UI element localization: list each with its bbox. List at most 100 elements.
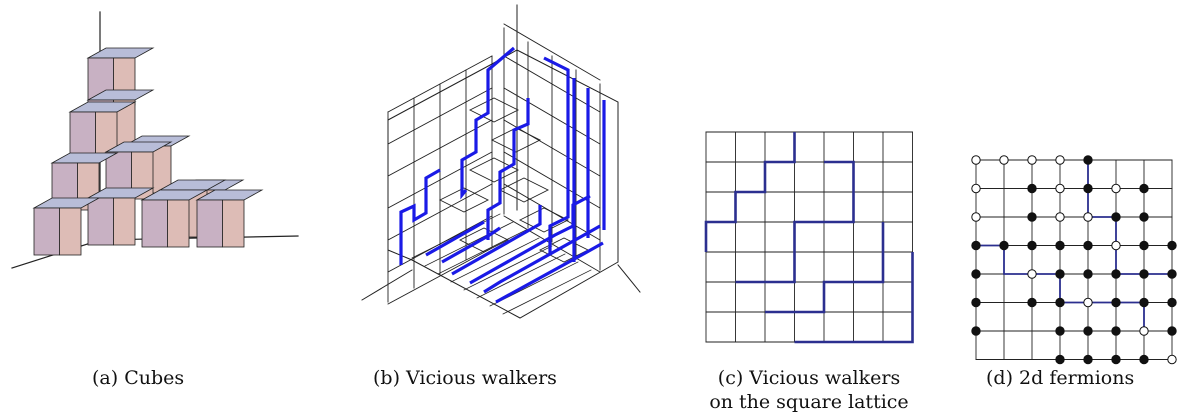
empty-site [1083, 297, 1093, 308]
caption-b: (b) Vicious walkers [373, 367, 557, 389]
walker-path [486, 98, 530, 240]
walker-path [495, 241, 604, 304]
cube-right-face [167, 199, 190, 248]
occupied-site [1139, 240, 1149, 251]
occupied-site [1139, 212, 1149, 222]
empty-site [1027, 269, 1037, 279]
occupied-site [1139, 297, 1149, 308]
occupied-site [999, 240, 1009, 251]
occupied-site [1111, 269, 1121, 279]
walker-path [399, 168, 441, 265]
cube-left-face [69, 111, 96, 160]
empty-site [1027, 155, 1037, 165]
tiling-rhombus [498, 177, 550, 203]
walker-path [483, 224, 601, 294]
occupied-site [1111, 212, 1121, 222]
walker-path [425, 220, 485, 257]
panel-b-vicious-walkers [361, 4, 641, 319]
tiling-edge [387, 247, 493, 305]
cube-left-face [33, 207, 60, 256]
tiling-edge [502, 269, 592, 315]
empty-site [1055, 183, 1065, 194]
axis-line [361, 269, 413, 301]
occupied-site [1027, 297, 1037, 308]
empty-site [1167, 354, 1177, 365]
occupied-site [971, 326, 981, 336]
panel-a-cubes [11, 11, 299, 269]
tiling-edge [503, 23, 601, 81]
occupied-site [971, 240, 981, 251]
occupied-site [1139, 354, 1149, 365]
cube-right-face [113, 197, 136, 246]
tiling-edge [411, 213, 501, 259]
empty-site [971, 212, 981, 222]
occupied-site [1083, 183, 1093, 194]
cube-right-face [59, 207, 82, 256]
tiling-edge [503, 55, 601, 113]
axis-line [617, 264, 641, 293]
occupied-site [1139, 269, 1149, 279]
cube-right-face [222, 199, 245, 248]
walker-path [704, 132, 796, 252]
tiling-rhombus [468, 157, 520, 183]
occupied-site [1055, 354, 1065, 365]
occupied-site [1055, 240, 1065, 251]
occupied-site [1055, 269, 1065, 279]
empty-site [1083, 212, 1093, 222]
hexagon-boundary [387, 49, 619, 319]
cube-left-face [87, 197, 114, 246]
walker-path [441, 226, 501, 264]
empty-site [971, 155, 981, 165]
tiling-edge [387, 87, 493, 145]
occupied-site [1111, 326, 1121, 336]
empty-site [1111, 183, 1121, 194]
caption-c-line2: on the square lattice [709, 391, 909, 413]
occupied-site [1167, 297, 1177, 308]
caption-a: (a) Cubes [92, 367, 185, 389]
occupied-site [1027, 212, 1037, 222]
tiling-rhombus [468, 97, 520, 123]
empty-site [1139, 326, 1149, 336]
cube-left-face [196, 199, 223, 248]
tiling-edge [476, 253, 566, 299]
occupied-site [1083, 326, 1093, 336]
cube-right-face [131, 151, 154, 200]
cube-left-face [141, 199, 168, 248]
panel-d-2d-fermions [971, 155, 1177, 365]
walker-path [543, 56, 570, 255]
occupied-site [1083, 354, 1093, 365]
panel-c-square-lattice-walkers [704, 131, 914, 344]
empty-site [999, 155, 1009, 165]
tiling-edge [387, 151, 493, 209]
empty-site [1055, 212, 1065, 222]
walker-path [765, 222, 885, 314]
occupied-site [1055, 326, 1065, 336]
cube [86, 187, 155, 246]
empty-site [971, 183, 981, 194]
tiling-edge [503, 119, 601, 177]
occupied-site [1167, 326, 1177, 336]
tiling-edge [387, 55, 493, 113]
tiling-edge [463, 245, 553, 291]
occupied-site [1055, 297, 1065, 308]
walker-path [735, 160, 855, 284]
caption-c-line1: (c) Vicious walkers [717, 367, 901, 389]
occupied-site [1027, 240, 1037, 251]
tiling-rhombus [458, 227, 510, 253]
walker-path [794, 252, 914, 344]
cube [68, 101, 137, 160]
occupied-site [1167, 269, 1177, 279]
tiling-edge [503, 87, 601, 145]
walker-path [451, 205, 542, 276]
tiling-edge [450, 237, 540, 283]
occupied-site [1083, 155, 1093, 165]
walker-path [460, 46, 516, 200]
occupied-site [971, 269, 981, 279]
occupied-site [1027, 183, 1037, 194]
tiling-rhombus [438, 187, 490, 213]
occupied-site [1083, 240, 1093, 251]
occupied-site [1167, 240, 1177, 251]
occupied-site [1111, 297, 1121, 308]
cube [32, 197, 101, 256]
